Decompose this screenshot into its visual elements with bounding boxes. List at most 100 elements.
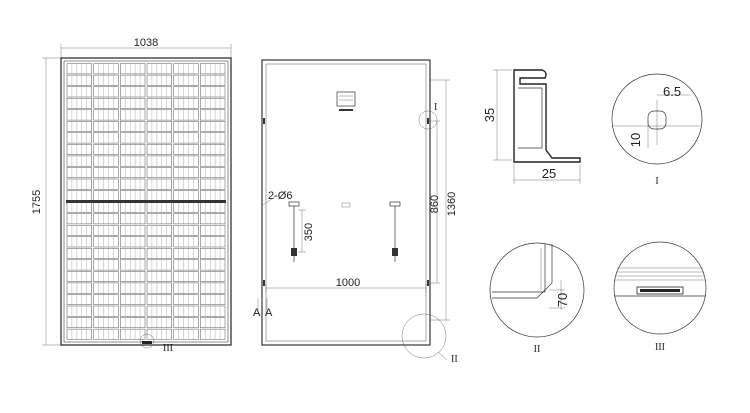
detail-ii: 70 II bbox=[489, 242, 585, 355]
solar-cell bbox=[200, 167, 226, 179]
section-left-label: A bbox=[253, 307, 261, 319]
solar-cell bbox=[93, 213, 119, 225]
solar-cell bbox=[93, 271, 119, 282]
solar-cell bbox=[93, 74, 119, 86]
solar-cell bbox=[66, 248, 92, 259]
solar-cell bbox=[66, 178, 92, 190]
solar-cell bbox=[93, 178, 119, 190]
solar-cell bbox=[120, 109, 146, 121]
solar-cell bbox=[173, 271, 199, 282]
rear-callout-bottom: II bbox=[451, 354, 458, 365]
solar-cell bbox=[146, 121, 172, 132]
solar-cell bbox=[120, 259, 146, 271]
solar-cell bbox=[120, 248, 146, 259]
solar-cell bbox=[146, 305, 172, 317]
detail-i-offset-label: 10 bbox=[628, 133, 643, 147]
solar-cell bbox=[200, 63, 226, 75]
solar-cell bbox=[173, 236, 199, 248]
solar-cell bbox=[200, 121, 226, 132]
rear-frame bbox=[261, 59, 431, 346]
solar-cell bbox=[200, 236, 226, 248]
solar-cell bbox=[173, 248, 199, 259]
solar-cell bbox=[200, 74, 226, 86]
solar-cell bbox=[120, 294, 146, 305]
solar-cell bbox=[66, 132, 92, 144]
solar-cell bbox=[93, 236, 119, 248]
solar-cell bbox=[146, 294, 172, 305]
solar-cell bbox=[146, 236, 172, 248]
solar-cell bbox=[146, 97, 172, 109]
solar-cell bbox=[146, 109, 172, 121]
solar-cell bbox=[173, 282, 199, 294]
solar-cell bbox=[66, 109, 92, 121]
solar-cell bbox=[120, 190, 146, 202]
solar-cell bbox=[146, 132, 172, 144]
solar-cell bbox=[66, 63, 92, 75]
solar-cell bbox=[93, 248, 119, 259]
hole-label: 2-Ø6 bbox=[268, 190, 292, 202]
solar-cell bbox=[146, 317, 172, 329]
solar-cell bbox=[146, 190, 172, 202]
solar-cell bbox=[173, 317, 199, 329]
solar-cell bbox=[173, 63, 199, 75]
solar-cell bbox=[93, 259, 119, 271]
frame-profile: 35 25 bbox=[482, 69, 581, 184]
solar-cell bbox=[173, 259, 199, 271]
front-detail-callout: III bbox=[163, 343, 173, 354]
solar-cell bbox=[173, 201, 199, 213]
solar-cell bbox=[173, 86, 199, 98]
solar-cell bbox=[66, 201, 92, 213]
rear-view: 350 2-Ø6 1000 860 1360 I II A A bbox=[253, 59, 458, 365]
solar-cell bbox=[146, 328, 172, 340]
solar-cell bbox=[173, 109, 199, 121]
detail-i: 6.5 10 I bbox=[611, 73, 703, 187]
mount-spacing-label: 1000 bbox=[336, 277, 360, 289]
solar-cell bbox=[146, 74, 172, 86]
front-height-label: 1755 bbox=[31, 190, 43, 214]
solar-cell bbox=[120, 121, 146, 132]
detail-i-hole-label: 6.5 bbox=[663, 84, 681, 99]
solar-cell bbox=[173, 190, 199, 202]
profile-width-label: 25 bbox=[542, 166, 556, 181]
solar-cell bbox=[200, 271, 226, 282]
solar-cell bbox=[200, 224, 226, 236]
solar-cell bbox=[173, 144, 199, 155]
detail-ii-label: II bbox=[534, 344, 541, 355]
solar-cell bbox=[120, 236, 146, 248]
front-view: 1038 1755 III bbox=[31, 37, 232, 354]
detail-iii: III bbox=[613, 241, 707, 353]
solar-cell bbox=[173, 224, 199, 236]
solar-cell bbox=[120, 282, 146, 294]
solar-cell bbox=[173, 167, 199, 179]
solar-cell bbox=[120, 63, 146, 75]
solar-cell bbox=[200, 132, 226, 144]
solar-cell bbox=[173, 97, 199, 109]
solar-cell bbox=[200, 178, 226, 190]
solar-cell bbox=[146, 167, 172, 179]
solar-cell bbox=[66, 213, 92, 225]
solar-cell bbox=[200, 190, 226, 202]
solar-cell bbox=[66, 259, 92, 271]
solar-cell bbox=[93, 201, 119, 213]
solar-cell bbox=[66, 271, 92, 282]
solar-cell bbox=[146, 248, 172, 259]
solar-cell bbox=[66, 144, 92, 155]
solar-cell bbox=[200, 282, 226, 294]
solar-cell bbox=[146, 213, 172, 225]
solar-cell bbox=[146, 144, 172, 155]
solar-cell bbox=[146, 155, 172, 167]
solar-cell bbox=[93, 190, 119, 202]
solar-cell bbox=[93, 167, 119, 179]
front-frame bbox=[60, 57, 232, 346]
solar-cell bbox=[120, 97, 146, 109]
solar-cell bbox=[146, 259, 172, 271]
solar-cell bbox=[66, 282, 92, 294]
solar-cell bbox=[200, 144, 226, 155]
solar-cell bbox=[120, 155, 146, 167]
solar-cell bbox=[120, 328, 146, 340]
solar-cell bbox=[120, 317, 146, 329]
solar-cell bbox=[200, 328, 226, 340]
solar-cell bbox=[200, 317, 226, 329]
solar-cell bbox=[120, 74, 146, 86]
solar-cell bbox=[66, 74, 92, 86]
